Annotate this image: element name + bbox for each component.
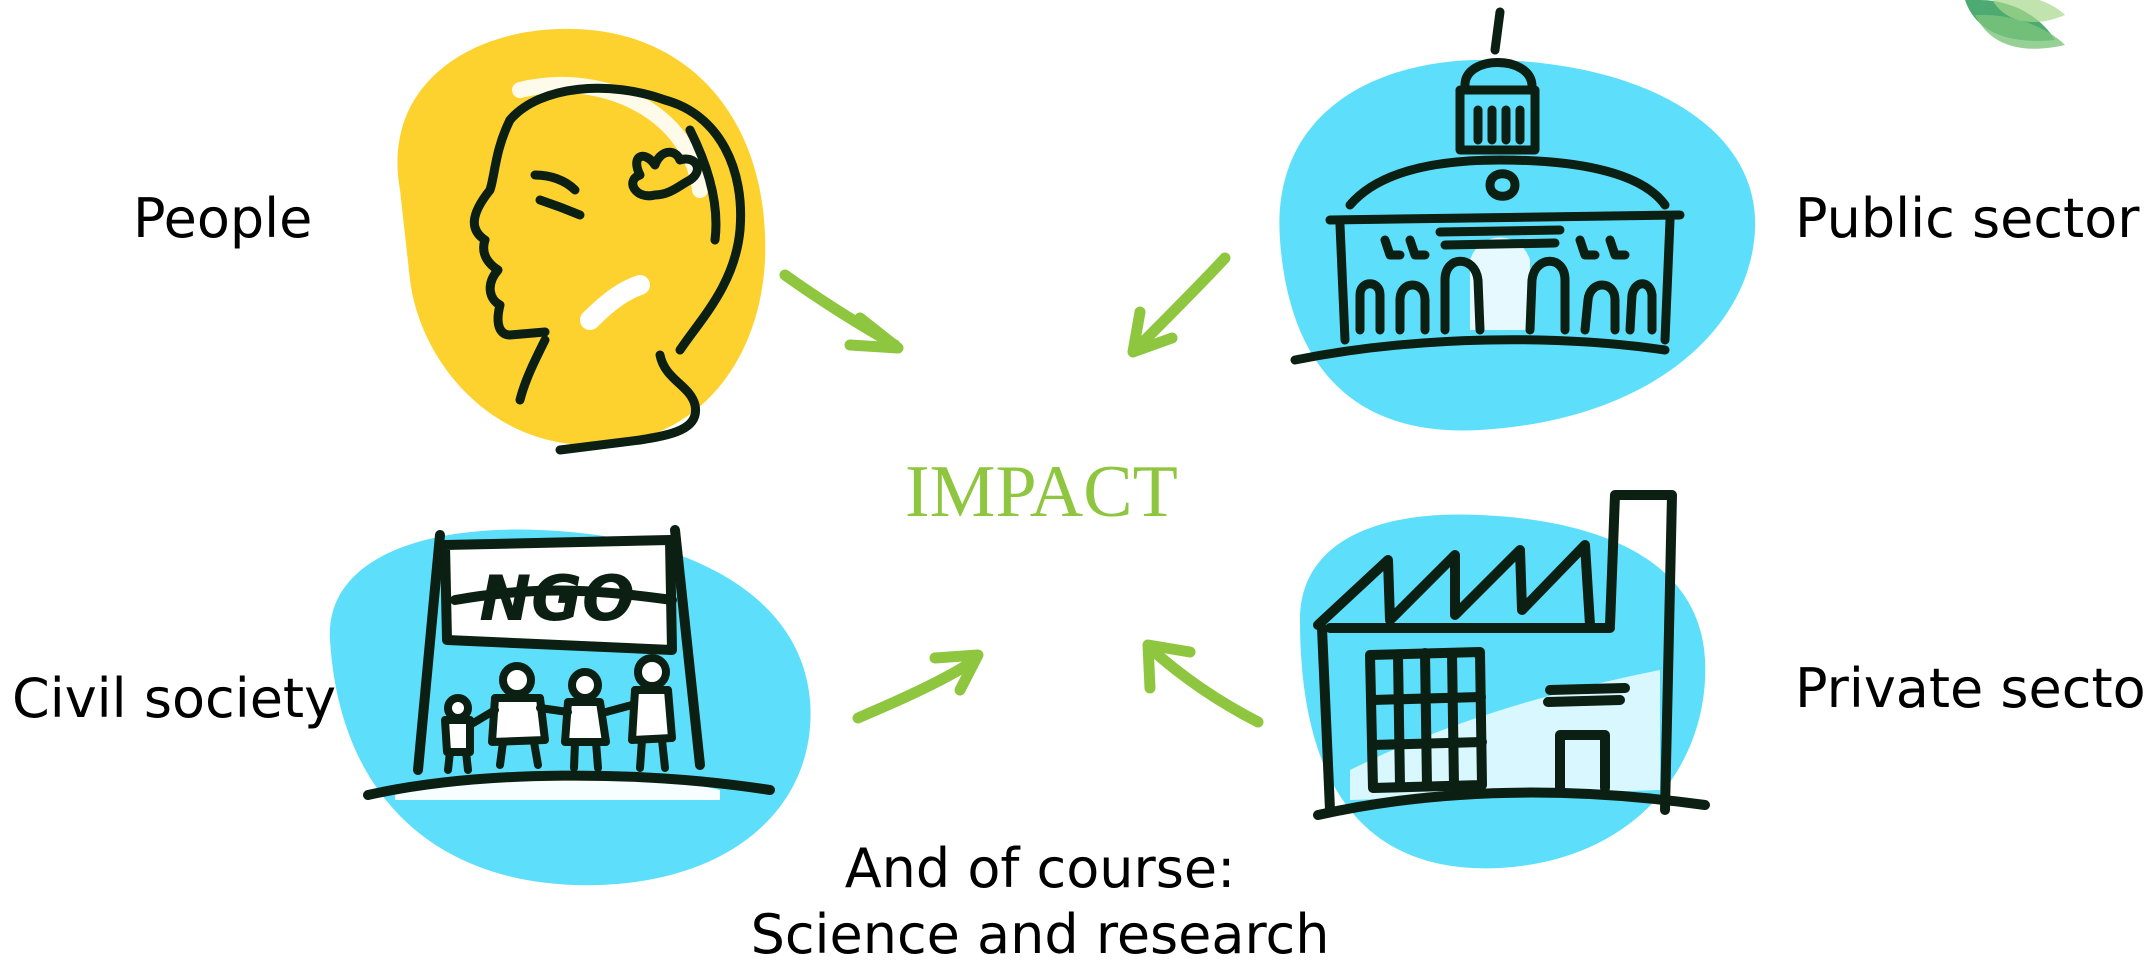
arrow-people-to-impact xyxy=(779,269,904,354)
banner-text: NGO xyxy=(479,562,634,635)
arrow-private-to-impact xyxy=(1142,639,1264,728)
node-label-people: People xyxy=(133,187,313,250)
head-heart-icon xyxy=(397,28,766,455)
footer-line-1: And of course: xyxy=(844,837,1236,900)
footer-note: And of course: Science and research xyxy=(740,836,1340,968)
ngo-banner-icon: NGO xyxy=(329,525,811,886)
leaf-logo-icon xyxy=(1965,0,2065,49)
arrow-public-to-impact xyxy=(1127,252,1231,358)
footer-line-2: Science and research xyxy=(750,903,1330,966)
government-building-icon xyxy=(1279,7,1756,431)
factory-icon xyxy=(1300,490,1710,869)
node-label-public-sector: Public sector xyxy=(1795,187,2140,250)
node-label-private-sector: Private sector xyxy=(1795,657,2145,720)
center-label-impact: IMPACT xyxy=(905,451,1178,533)
node-label-civil-society: Civil society xyxy=(12,667,337,730)
arrow-civil-to-impact xyxy=(852,649,984,724)
